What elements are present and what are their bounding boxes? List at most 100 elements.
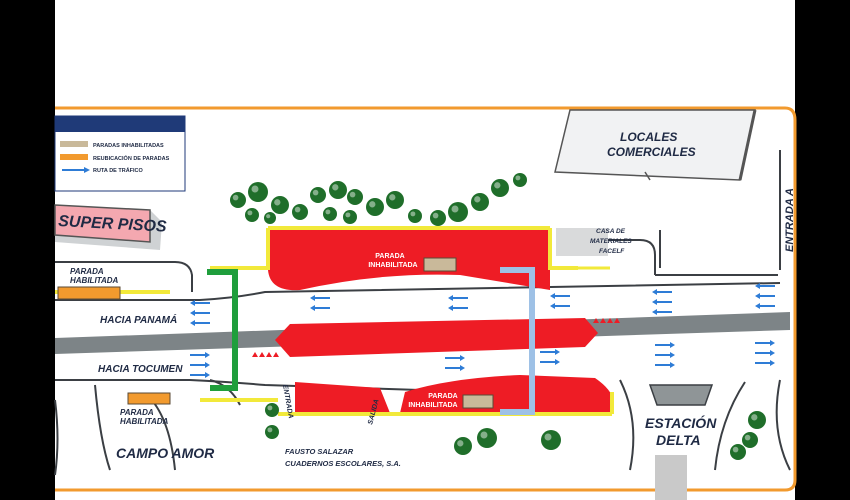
arrow-left-icon [755,283,775,289]
arrow-left-icon [755,303,775,309]
arrow-right-icon [755,350,775,356]
campo-amor-label: CAMPO AMOR [116,445,215,461]
tree-icon [245,208,259,222]
green-detour-route [207,269,238,391]
arrow-right-icon [655,342,675,348]
tree-icon [329,181,347,199]
tree-icon [386,191,404,209]
tree-icon [264,212,276,224]
arrow-right-icon [445,355,465,361]
relocated-stop-bottom [127,392,171,405]
legend-label-disabled-stops: PARADAS INHABILITADAS [93,143,164,149]
tree-icon [230,192,246,208]
tree-icon [366,198,384,216]
tree-icon [477,428,497,448]
tree-icon [408,209,422,223]
tree-icon [491,179,509,197]
tree-icon [323,207,337,221]
arrow-right-icon [755,360,775,366]
super-pisos-building: SUPER PISOS [54,204,168,250]
casa-materiales-line3: FACELF [599,248,625,255]
legend-label-traffic-route: RUTA DE TRÁFICO [93,167,144,174]
legend-arrow-icon [62,167,90,173]
arrow-left-icon [310,305,330,311]
hacia-tocumen-label: HACIA TOCUMEN [98,364,183,375]
arrow-left-icon [448,305,468,311]
estacion-delta-line2: DELTA [656,432,701,448]
parada-inhabilitada-bottom-line1: PARADA [428,393,457,400]
legend-swatch-relocated-stop [60,154,88,160]
tree-icon [343,210,357,224]
locales-label-line2: COMERCIALES [607,145,696,159]
legend-label-relocated-stops: REUBICACIÓN DE PARADAS [93,154,170,162]
tree-icon [430,210,446,226]
blue-detour-route [500,267,535,415]
parada-habilitada-bottom-line2: HABILITADA [120,417,169,426]
parada-inhabilitada-bottom-line2: INHABILITADA [408,402,457,409]
tree-icon [292,204,308,220]
trees [230,173,766,460]
map-frame [55,106,797,492]
tree-icon [265,403,279,417]
entrada-a-label: ENTRADA A [784,188,796,252]
parada-habilitada-bottom-line1: PARADA [120,408,154,417]
estacion-delta-line1: ESTACIÓN [645,414,717,431]
estacion-delta: ESTACIÓN DELTA [645,384,717,500]
parada-inhabilitada-top-line2: INHABILITADA [368,262,417,269]
tree-icon [448,202,468,222]
parada-habilitada-top-line1: PARADA [70,267,104,276]
arrow-right-icon [445,365,465,371]
arrow-right-icon [540,359,560,365]
tree-icon [347,189,363,205]
arrow-left-icon [190,320,210,326]
arrow-right-icon [190,352,210,358]
parada-inhabilitada-top-line1: PARADA [375,253,404,260]
locales-label-line1: LOCALES [620,130,677,144]
arrow-right-icon [190,362,210,368]
arrow-right-icon [540,349,560,355]
tree-icon [730,444,746,460]
tree-icon [271,196,289,214]
tree-icon [310,187,326,203]
tree-icon [248,182,268,202]
tree-icon [748,411,766,429]
arrow-left-icon [652,289,672,295]
construction-zone-top: PARADA INHABILITADA [210,226,578,291]
arrow-right-icon [655,352,675,358]
arrow-left-icon [652,299,672,305]
casa-materiales-line2: MATERIALES [590,238,632,245]
tree-icon [265,425,279,439]
fausto-salazar-line1: FAUSTO SALAZAR [285,447,354,456]
arrow-right-icon [190,372,210,378]
tree-icon [541,430,561,450]
legend: PARADAS INHABILITADAS REUBICACIÓN DE PAR… [54,115,186,192]
lane-shift-markers [252,318,620,357]
arrow-left-icon [310,295,330,301]
traffic-arrows [190,283,775,378]
tree-icon [742,432,758,448]
legend-swatch-disabled-stop [60,141,88,147]
hacia-panama-label: HACIA PANAMÁ [100,313,177,326]
arrow-left-icon [190,300,210,306]
tree-icon [471,193,489,211]
construction-zone-bottom: PARADA INHABILITADA [278,375,614,416]
locales-comerciales-building: LOCALES COMERCIALES [554,109,757,181]
tree-icon [454,437,472,455]
casa-materiales-box [556,228,608,256]
arrow-left-icon [448,295,468,301]
relocated-stop-top [57,286,121,300]
tree-icon [513,173,527,187]
arrow-left-icon [652,309,672,315]
fausto-salazar-line2: CUADERNOS ESCOLARES, S.A. [285,459,401,468]
super-pisos-label: SUPER PISOS [58,213,168,236]
arrow-left-icon [550,303,570,309]
disabled-stop-marker-top [423,257,457,272]
arrow-left-icon [190,310,210,316]
arrow-right-icon [655,362,675,368]
parada-habilitada-top-line2: HABILITADA [70,276,119,285]
arrow-left-icon [755,293,775,299]
arrow-right-icon [755,340,775,346]
arrow-left-icon [550,293,570,299]
disabled-stop-marker-bottom [462,394,494,409]
